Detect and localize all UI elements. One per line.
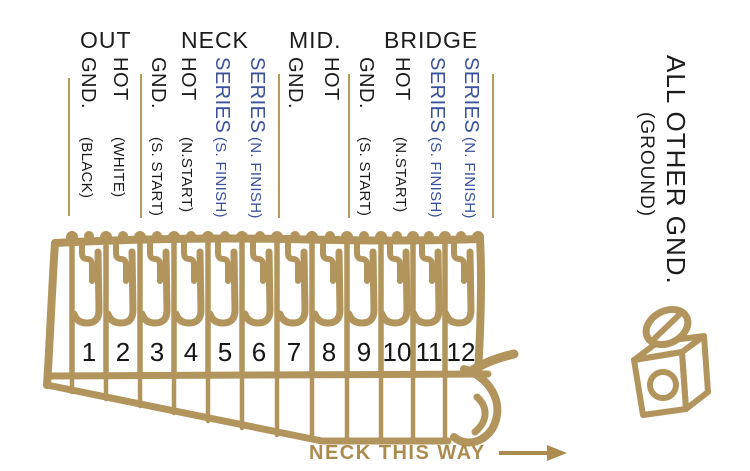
group-header-bridge: BRIDGE bbox=[384, 27, 479, 53]
group-separator bbox=[140, 74, 142, 218]
group-separator bbox=[492, 74, 494, 218]
all-other-gnd-label: ALL OTHER GND. bbox=[661, 55, 691, 285]
pin-number-6: 6 bbox=[251, 337, 267, 367]
pin-label-bridge-series-s: SERIES (S. FINISH) bbox=[422, 57, 450, 247]
group-header-neck: NECK bbox=[181, 27, 249, 53]
pin-label-mid-gnd: GND. bbox=[280, 57, 308, 247]
pin-label-bridge-hot: HOT (N.START) bbox=[387, 57, 415, 247]
pin-number-2: 2 bbox=[115, 337, 131, 367]
pin-label-main: SERIES bbox=[426, 57, 448, 134]
group-separator bbox=[348, 74, 350, 218]
pin-label-main: HOT bbox=[109, 57, 131, 101]
pin-label-sub: (S. FINISH) bbox=[212, 137, 229, 218]
connector-illustration bbox=[43, 231, 519, 447]
pin-label-sub: (N.START) bbox=[392, 137, 409, 213]
pin-number-5: 5 bbox=[217, 337, 233, 367]
pin-number-7: 7 bbox=[286, 337, 302, 367]
pin-label-out-hot: HOT (WHITE) bbox=[105, 57, 133, 247]
pin-label-main: GND. bbox=[355, 57, 377, 109]
pin-label-main: HOT bbox=[177, 57, 199, 101]
pin-label-bridge-gnd: GND. (S. START) bbox=[351, 57, 379, 247]
pin-label-neck-hot: HOT (N.START) bbox=[173, 57, 201, 247]
pin-label-sub: (WHITE) bbox=[110, 137, 127, 198]
ground-lug-icon bbox=[631, 305, 711, 418]
pin-label-out-gnd: GND. (BLACK) bbox=[73, 57, 101, 247]
group-header-out: OUT bbox=[80, 27, 132, 53]
pin-label-neck-series-n: SERIES (N. FINISH) bbox=[242, 57, 270, 247]
group-header-mid: MID. bbox=[289, 27, 342, 53]
right-arrow-icon bbox=[499, 445, 567, 461]
pin-label-mid-hot: HOT bbox=[316, 57, 344, 247]
group-separator bbox=[68, 78, 70, 216]
pin-label-sub: (S. START) bbox=[148, 137, 165, 217]
pin-label-bridge-series-n: SERIES (N. FINISH) bbox=[456, 57, 484, 247]
pin-label-neck-gnd: GND. (S. START) bbox=[143, 57, 171, 247]
pin-label-main: SERIES bbox=[211, 57, 233, 134]
pin-number-3: 3 bbox=[149, 337, 165, 367]
pin-label-main: HOT bbox=[320, 57, 342, 101]
pin-number-11: 11 bbox=[415, 337, 443, 367]
neck-direction-label: NECK THIS WAY bbox=[309, 442, 486, 464]
pin-label-main: GND. bbox=[77, 57, 99, 109]
pin-label-sub: (N. FINISH) bbox=[461, 137, 478, 219]
pin-number-9: 9 bbox=[356, 337, 372, 367]
pin-label-sub: (S. FINISH) bbox=[427, 137, 444, 218]
pin-number-12: 12 bbox=[446, 337, 476, 367]
pin-label-neck-series-s: SERIES (S. FINISH) bbox=[207, 57, 235, 247]
ground-sub-label: (GROUND) bbox=[636, 112, 657, 218]
pin-number-10: 10 bbox=[382, 337, 412, 367]
pin-label-sub: (N. FINISH) bbox=[247, 137, 264, 219]
group-separator bbox=[278, 74, 280, 218]
pin-label-main: SERIES bbox=[246, 57, 268, 134]
pin-label-main: HOT bbox=[391, 57, 413, 101]
pin-number-1: 1 bbox=[81, 337, 97, 367]
pin-label-main: GND. bbox=[147, 57, 169, 109]
pin-label-sub: (BLACK) bbox=[78, 137, 95, 199]
pin-label-sub: (S. START) bbox=[356, 137, 373, 217]
pin-number-8: 8 bbox=[321, 337, 337, 367]
pin-label-sub: (N.START) bbox=[178, 137, 195, 213]
pin-label-main: GND. bbox=[284, 57, 306, 109]
pin-label-main: SERIES bbox=[460, 57, 482, 134]
pin-number-4: 4 bbox=[183, 337, 199, 367]
